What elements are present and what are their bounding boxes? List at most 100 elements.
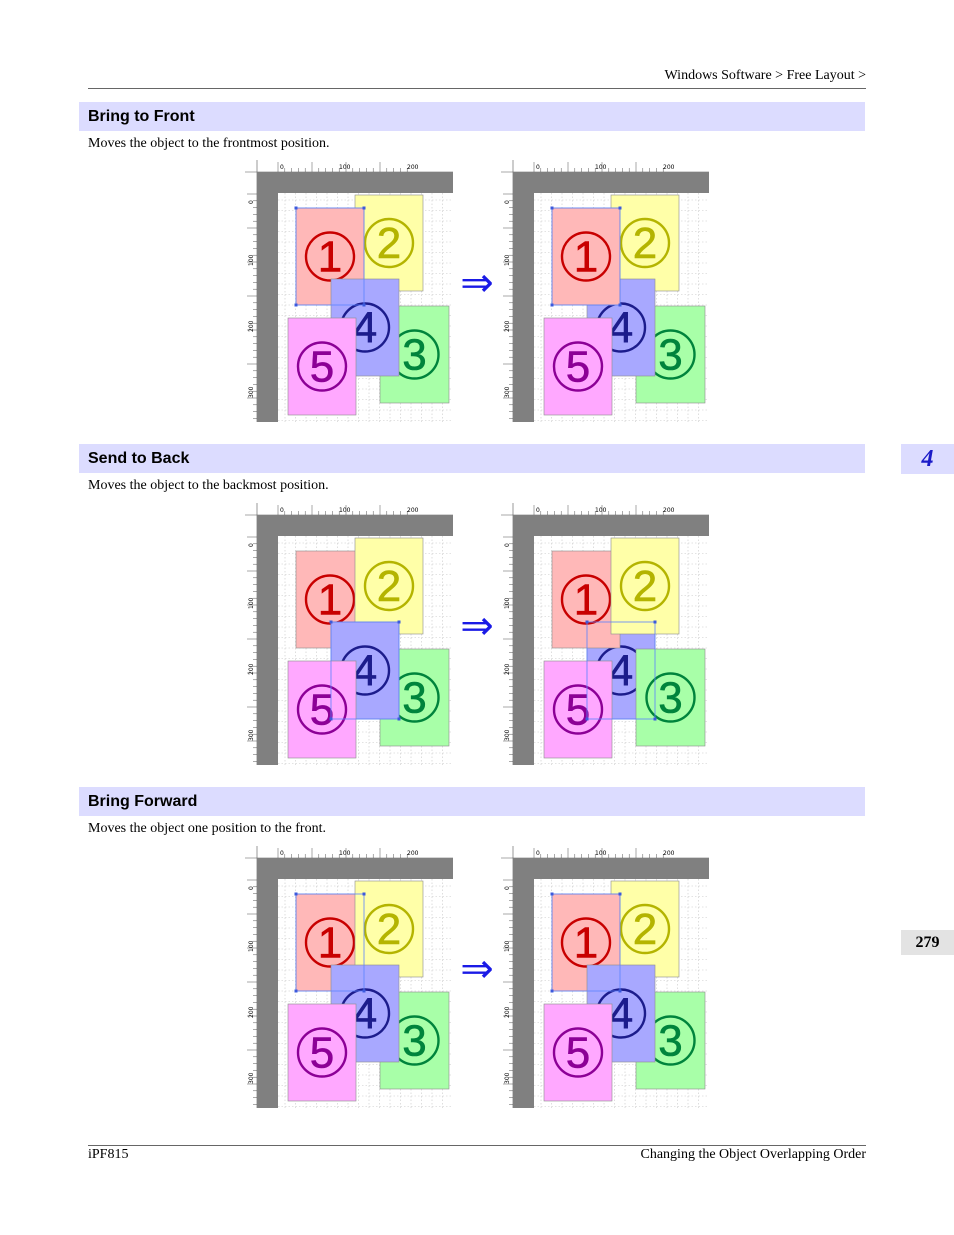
- object-2: 2: [354, 880, 424, 978]
- circled-number-label: 1: [318, 233, 342, 282]
- object-1: 1: [551, 893, 621, 992]
- ruler-label: 100: [595, 164, 607, 171]
- ruler-label: 100: [504, 254, 511, 266]
- circled-number-ring: [552, 341, 604, 392]
- header-divider: [88, 88, 866, 89]
- circled-number-ring: [363, 560, 415, 612]
- selection-handle: [294, 206, 298, 210]
- ruler-label: 100: [248, 254, 255, 266]
- circled-number-ring: [552, 1027, 604, 1078]
- ruler-label: 300: [248, 729, 255, 741]
- circled-number-label: 1: [574, 576, 598, 625]
- circled-number-ring: [304, 231, 356, 282]
- ruler-label: 200: [504, 1006, 511, 1018]
- object-2: 2: [354, 537, 424, 635]
- breadcrumb[interactable]: Windows Software > Free Layout >: [664, 68, 866, 83]
- arrow-glyph: ⇒: [460, 949, 494, 989]
- ruler-top: [501, 160, 709, 172]
- circled-number-ring: [619, 903, 671, 955]
- ruler-label: 0: [536, 850, 540, 857]
- ruler-label: 0: [280, 507, 284, 514]
- arrow-icon: ⇒: [455, 946, 499, 992]
- circled-number-label: 3: [402, 331, 426, 380]
- selection-handle: [618, 892, 622, 896]
- ruler-left: [245, 160, 257, 422]
- object-5: 5: [287, 317, 357, 416]
- circled-number-ring: [304, 917, 356, 968]
- page-number: 279: [901, 930, 954, 955]
- ruler-top: [245, 503, 453, 515]
- ruler-label: 0: [280, 164, 284, 171]
- selection-outline: [550, 892, 622, 993]
- circled-number-label: 2: [633, 562, 657, 611]
- footer-divider: [88, 1145, 866, 1146]
- circled-number-label: 3: [658, 674, 682, 723]
- circled-number-ring: [645, 672, 696, 723]
- ruler-label: 200: [248, 663, 255, 675]
- circled-number-ring: [560, 231, 612, 282]
- circled-number-ring: [619, 217, 671, 269]
- circled-number-ring: [296, 684, 348, 735]
- ruler-label: 100: [504, 597, 511, 609]
- chapter-tab[interactable]: 4: [901, 444, 954, 474]
- ruler-label: 0: [536, 164, 540, 171]
- circled-number-label: 1: [318, 919, 342, 968]
- section-description: Moves the object to the frontmost positi…: [88, 136, 330, 151]
- circled-number-ring: [552, 684, 604, 735]
- ruler-left: [245, 503, 257, 765]
- section-heading-bring-to-front: Bring to Front: [79, 102, 865, 131]
- ruler-left: [501, 846, 513, 1108]
- ruler-left: [245, 846, 257, 1108]
- ruler-label: 100: [595, 850, 607, 857]
- arrow-icon: ⇒: [455, 603, 499, 649]
- ruler-label: 100: [504, 940, 511, 952]
- selection-handle: [585, 620, 589, 624]
- selection-handle: [550, 892, 554, 896]
- circled-number-label: 5: [310, 686, 334, 735]
- ruler-label: 200: [663, 164, 675, 171]
- arrow-glyph: ⇒: [460, 606, 494, 646]
- section-heading-bring-forward: Bring Forward: [79, 787, 865, 816]
- selection-outline: [585, 620, 657, 721]
- selection-handle: [653, 620, 657, 624]
- footer-model: iPF815: [88, 1147, 129, 1162]
- ruler-label: 300: [504, 1072, 511, 1084]
- selection-handle: [618, 303, 622, 307]
- circled-number-label: 5: [566, 343, 590, 392]
- circled-number-label: 4: [353, 647, 377, 696]
- circled-number-label: 3: [402, 674, 426, 723]
- circled-number-label: 4: [353, 304, 377, 353]
- object-1: 1: [551, 207, 621, 306]
- ruler-label: 100: [595, 507, 607, 514]
- ruler-top: [245, 160, 453, 172]
- object-4: 4: [330, 278, 400, 377]
- circled-number-label: 3: [402, 1017, 426, 1066]
- circled-number-label: 3: [658, 331, 682, 380]
- ruler-label: 100: [339, 164, 351, 171]
- ruler-label: 200: [407, 850, 419, 857]
- selection-handle: [294, 892, 298, 896]
- ruler-label: 300: [248, 386, 255, 398]
- selection-handle: [397, 717, 401, 721]
- section-heading-send-to-back: Send to Back: [79, 444, 865, 473]
- selection-handle: [362, 303, 366, 307]
- ruler-label: 200: [407, 164, 419, 171]
- circled-number-ring: [560, 917, 612, 968]
- circled-number-label: 4: [609, 304, 633, 353]
- object-5: 5: [287, 1003, 357, 1102]
- arrow-icon: ⇒: [455, 260, 499, 306]
- ruler-label: 200: [504, 663, 511, 675]
- ruler-label: 100: [339, 850, 351, 857]
- circled-number-ring: [619, 560, 671, 612]
- circled-number-label: 2: [633, 905, 657, 954]
- selection-outline: [294, 206, 366, 307]
- selection-handle: [397, 620, 401, 624]
- ruler-label: 0: [280, 850, 284, 857]
- selection-handle: [362, 892, 366, 896]
- circled-number-ring: [296, 1027, 348, 1078]
- ruler-label: 300: [504, 386, 511, 398]
- ruler-label: 0: [504, 886, 511, 890]
- circled-number-label: 4: [353, 990, 377, 1039]
